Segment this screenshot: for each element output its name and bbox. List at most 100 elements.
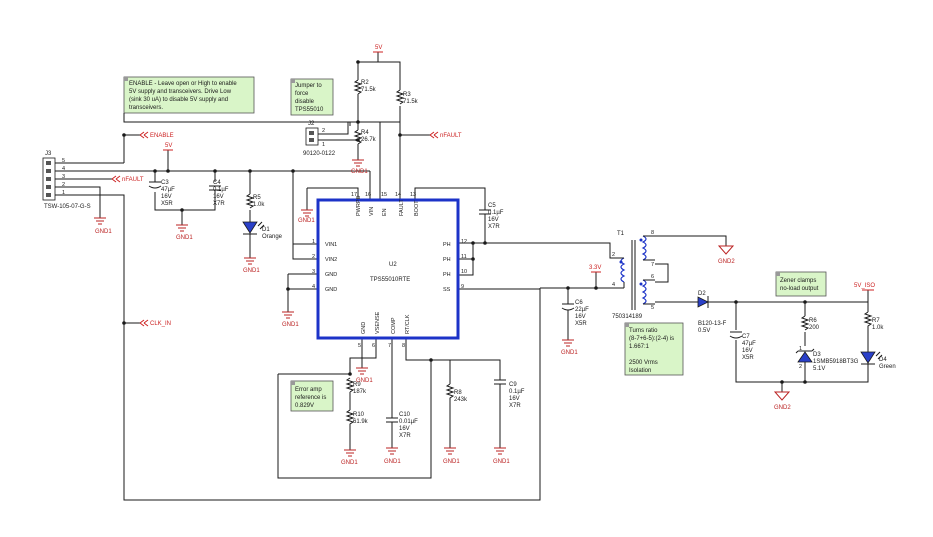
gnd1-c6: GND1 — [561, 339, 578, 356]
net-3v3: 3.3V — [589, 265, 601, 273]
jumper-note-line-3: disable — [295, 99, 315, 105]
svg-text:EN: EN — [382, 208, 388, 216]
gnd2-t1: GND2 — [717, 245, 735, 265]
svg-text:5: 5 — [62, 158, 65, 164]
svg-text:C6: C6 — [575, 300, 583, 306]
j3-ref: J3 — [45, 151, 52, 157]
svg-text:GND1: GND1 — [356, 378, 373, 384]
svg-text:R7: R7 — [872, 318, 880, 324]
svg-text:PWRPD: PWRPD — [356, 196, 362, 217]
svg-text:GND1: GND1 — [282, 322, 299, 328]
svg-text:47µF: 47µF — [742, 341, 756, 347]
svg-text:71.5k: 71.5k — [403, 99, 419, 105]
wires — [55, 52, 869, 501]
svg-text:VIN: VIN — [369, 207, 375, 216]
svg-text:2: 2 — [799, 364, 802, 370]
svg-text:61.9k: 61.9k — [353, 419, 369, 425]
turns-note-line-3: 1.667:1 — [629, 344, 650, 350]
svg-text:5V: 5V — [165, 143, 172, 149]
svg-text:15: 15 — [381, 192, 387, 198]
turns-note-line-2: (8-7+6-5):(2-4) is — [629, 336, 674, 342]
svg-text:C4: C4 — [213, 180, 221, 186]
svg-text:1.0k: 1.0k — [253, 202, 265, 208]
enable-note-line-2: 5V supply and transceivers. Drive Low — [129, 89, 232, 95]
svg-text:C10: C10 — [399, 412, 411, 418]
svg-text:16V: 16V — [509, 396, 520, 402]
svg-text:COMP: COMP — [391, 317, 397, 334]
svg-text:2: 2 — [322, 128, 325, 134]
svg-text:16: 16 — [365, 192, 371, 198]
svg-text:11: 11 — [461, 254, 467, 260]
svg-text:1: 1 — [62, 190, 65, 196]
svg-text:GND1: GND1 — [384, 459, 401, 465]
svg-text:ENABLE: ENABLE — [150, 133, 174, 139]
connector-j3: J3 TSW-105-07-G-S 5 4 3 2 1 — [42, 151, 91, 210]
svg-text:200: 200 — [809, 325, 820, 331]
svg-text:12: 12 — [461, 239, 467, 245]
svg-text:47µF: 47µF — [161, 187, 175, 193]
svg-text:D4: D4 — [879, 357, 887, 363]
svg-text:GND1: GND1 — [351, 169, 368, 175]
svg-text:VSENSE: VSENSE — [375, 311, 381, 334]
svg-text:SS: SS — [443, 287, 451, 293]
svg-text:X7R: X7R — [509, 403, 521, 409]
capacitor-c7: C7 47µF 16V X5R — [729, 331, 756, 361]
svg-text:RT/CLK: RT/CLK — [405, 314, 411, 334]
svg-text:5: 5 — [358, 343, 361, 349]
enable-note: ENABLE - Leave open or High to enable 5V… — [123, 76, 255, 114]
net-nfault-label-right: nFAULT — [429, 131, 462, 139]
resistor-r10: R10 61.9k — [345, 409, 369, 426]
svg-text:7: 7 — [388, 343, 391, 349]
svg-text:9: 9 — [461, 284, 464, 290]
svg-text:GND1: GND1 — [243, 268, 260, 274]
zener-d3: 1 2 D3 1SMB5918BT3G 5.1V — [795, 346, 859, 372]
svg-text:1: 1 — [799, 346, 802, 352]
svg-text:7: 7 — [651, 262, 654, 268]
turns-note-line-5: 2500 Vrms — [629, 360, 658, 366]
junction-dots — [122, 60, 807, 384]
svg-text:PH: PH — [443, 257, 451, 263]
svg-text:GND: GND — [325, 272, 337, 278]
svg-text:R2: R2 — [361, 80, 369, 86]
resistor-r2: R2 71.5k — [353, 79, 377, 95]
svg-text:5V: 5V — [375, 45, 382, 51]
svg-text:5: 5 — [651, 305, 654, 311]
svg-text:1.0k: 1.0k — [872, 325, 884, 331]
j2-ref: J2 — [308, 121, 315, 127]
resistor-r4: R4 26.7k — [353, 129, 377, 145]
svg-text:13: 13 — [410, 192, 416, 198]
svg-text:FAULT: FAULT — [399, 199, 405, 216]
svg-text:X5R: X5R — [575, 321, 587, 327]
capacitor-c3: C3 47µF 16V X5R — [148, 180, 175, 207]
svg-text:2: 2 — [612, 252, 615, 258]
svg-text:BOOT: BOOT — [414, 200, 420, 216]
svg-text:nFAULT: nFAULT — [122, 177, 144, 183]
svg-text:GND1: GND1 — [493, 459, 510, 465]
svg-text:D1: D1 — [262, 227, 270, 233]
resistor-r9: R9 187k — [345, 377, 367, 395]
svg-text:0.01µF: 0.01µF — [399, 419, 418, 425]
resistor-r7: R7 1.0k — [863, 311, 884, 331]
net-enable-label: ENABLE — [139, 131, 174, 139]
svg-text:16V: 16V — [575, 314, 586, 320]
svg-text:C3: C3 — [161, 180, 169, 186]
svg-text:10: 10 — [461, 269, 467, 275]
svg-text:GND1: GND1 — [95, 229, 112, 235]
resistor-r3: R3 71.5k — [395, 89, 419, 105]
svg-text:GND2: GND2 — [774, 405, 791, 411]
zener-note: Zener clamps no-load output — [775, 271, 827, 297]
gnd1-r10: GND1 — [341, 449, 358, 466]
svg-text:R5: R5 — [253, 195, 261, 201]
svg-text:R4: R4 — [361, 130, 369, 136]
svg-text:26.7k: 26.7k — [361, 137, 377, 143]
capacitor-c6: C6 22µF 16V X5R — [561, 300, 589, 327]
svg-text:R10: R10 — [353, 412, 365, 418]
svg-text:PH: PH — [443, 272, 451, 278]
diode-d2: D2 B120-13-F 0.5V — [697, 291, 727, 334]
svg-text:0.1µF: 0.1µF — [509, 389, 525, 395]
svg-text:0.5V: 0.5V — [698, 328, 710, 334]
svg-text:CLK_IN: CLK_IN — [150, 321, 171, 327]
led-d1: D1 Orange — [242, 221, 283, 240]
svg-text:5V_ISO: 5V_ISO — [854, 283, 875, 289]
capacitor-c10: C10 0.01µF 16V X7R — [386, 412, 418, 439]
